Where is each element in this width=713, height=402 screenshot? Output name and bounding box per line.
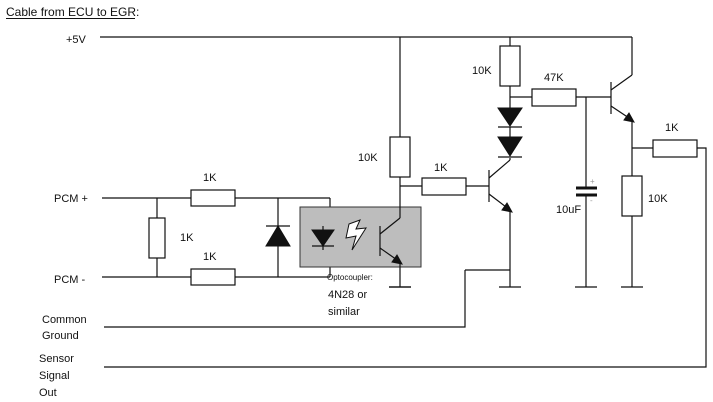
resistor-opto-pullup — [389, 136, 411, 178]
rail-plus5v — [100, 36, 633, 75]
resistor-pcm-minus — [190, 268, 236, 286]
label-r-shunt: 1K — [180, 232, 194, 244]
label-pcm-plus: PCM + — [54, 193, 88, 205]
label-r-top-10k: 10K — [472, 65, 492, 77]
resistor-out-1k — [652, 139, 698, 158]
resistor-base-q1 — [421, 177, 467, 196]
label-opto-similar: similar — [328, 306, 360, 318]
wire-led-chain — [509, 37, 532, 160]
wire-common-ground — [104, 270, 466, 328]
wire-opto-pullup — [389, 37, 422, 288]
label-cap: 10uF — [556, 204, 581, 216]
light-bolt-icon — [345, 219, 367, 251]
opto-phototransistor — [379, 217, 403, 265]
label-pcm-minus: PCM - — [54, 274, 86, 286]
label-common: Common — [42, 314, 87, 326]
resistor-shunt — [148, 217, 166, 259]
label-sensor: Sensor — [39, 353, 74, 365]
transistor-q2 — [610, 74, 635, 176]
diagram-title: Cable from ECU to EGR: — [6, 5, 139, 19]
label-r-pcm-minus: 1K — [203, 251, 217, 263]
label-r-opto-pullup: 10K — [358, 152, 378, 164]
label-r-pcm-plus: 1K — [203, 172, 217, 184]
label-r-out-ground: 10K — [648, 193, 668, 205]
svg-text:+: + — [590, 177, 595, 186]
wire-sensor-out — [104, 147, 707, 368]
label-out: Out — [39, 387, 57, 399]
label-r-out: 1K — [665, 122, 679, 134]
label-plus5v: +5V — [66, 34, 87, 46]
label-optocoupler: Optocoupler: — [327, 273, 373, 282]
label-r-47k: 47K — [544, 72, 564, 84]
wire-output — [621, 147, 653, 288]
transistor-q1 — [465, 159, 521, 288]
led-lower — [497, 136, 523, 158]
label-signal: Signal — [39, 370, 70, 382]
led-upper — [497, 107, 523, 128]
protection-diode — [265, 198, 291, 277]
label-ground: Ground — [42, 330, 79, 342]
opto-led — [311, 226, 335, 250]
resistor-pcm-plus — [190, 189, 236, 207]
svg-text:-: - — [590, 196, 593, 205]
resistor-out-ground-10k — [621, 175, 643, 217]
resistor-47k — [531, 88, 577, 107]
capacitor-10uf: + - — [575, 96, 611, 288]
label-opto-model: 4N28 or — [328, 289, 367, 301]
resistor-top-10k — [499, 45, 521, 87]
label-r-base-q1: 1K — [434, 162, 448, 174]
